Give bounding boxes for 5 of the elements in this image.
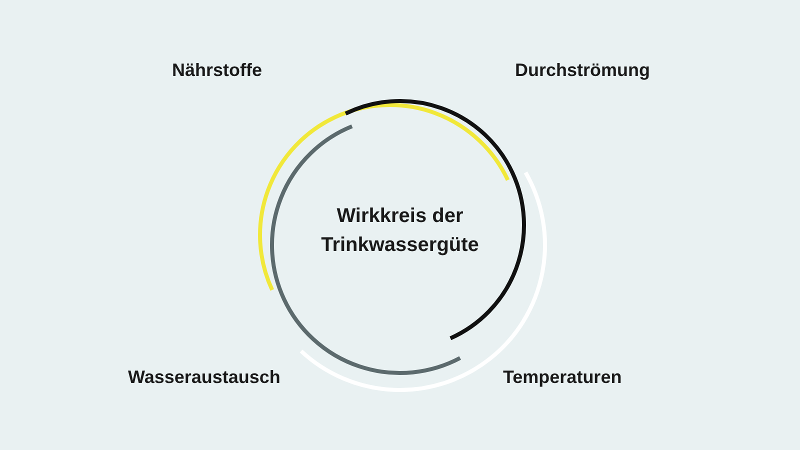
factor-label: Wasseraustausch: [128, 367, 280, 388]
factor-label: Durchströmung: [515, 60, 650, 81]
center-title: Wirkkreis der Trinkwassergüte: [320, 204, 480, 258]
factor-label: Temperaturen: [503, 367, 622, 388]
factor-label: Nährstoffe: [172, 60, 262, 81]
